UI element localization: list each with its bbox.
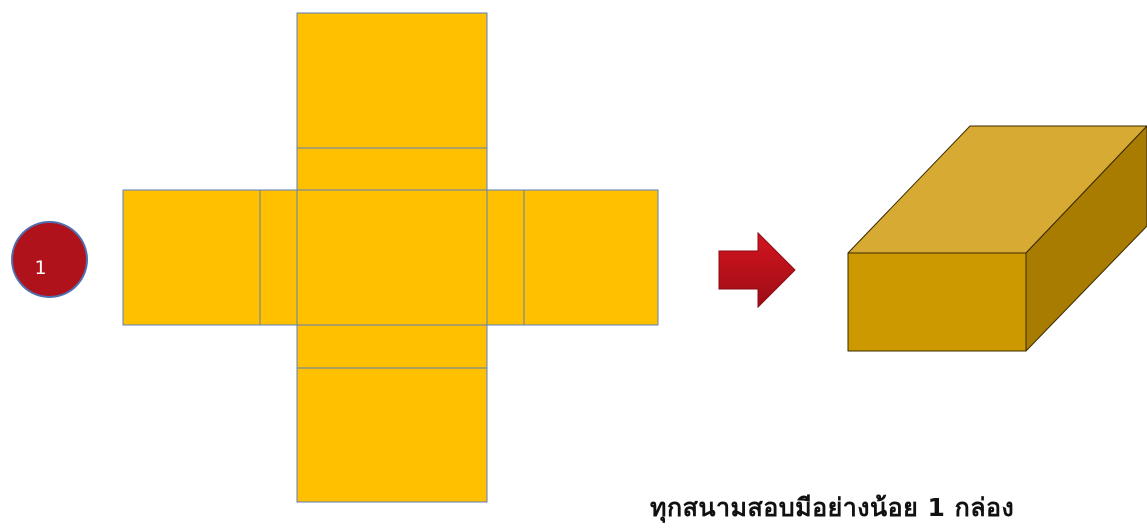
net-bottom-panel — [296, 367, 488, 503]
net-right-panel — [523, 189, 659, 326]
box-net — [122, 12, 659, 503]
step-number-badge: 1 — [11, 221, 88, 298]
step-number: 1 — [34, 256, 47, 279]
box-front-face — [847, 252, 1027, 352]
net-right-flap — [486, 189, 525, 326]
net-top-flap — [296, 147, 488, 191]
net-center-panel — [296, 189, 488, 326]
net-left-panel — [122, 189, 261, 326]
net-left-flap — [259, 189, 298, 326]
net-bottom-flap — [296, 324, 488, 369]
caption-text: ทุกสนามสอบมีอย่างน้อย 1 กล่อง — [650, 493, 1015, 522]
net-top-panel — [296, 12, 488, 149]
assembled-box — [847, 125, 1147, 352]
right-arrow-icon — [718, 231, 796, 309]
